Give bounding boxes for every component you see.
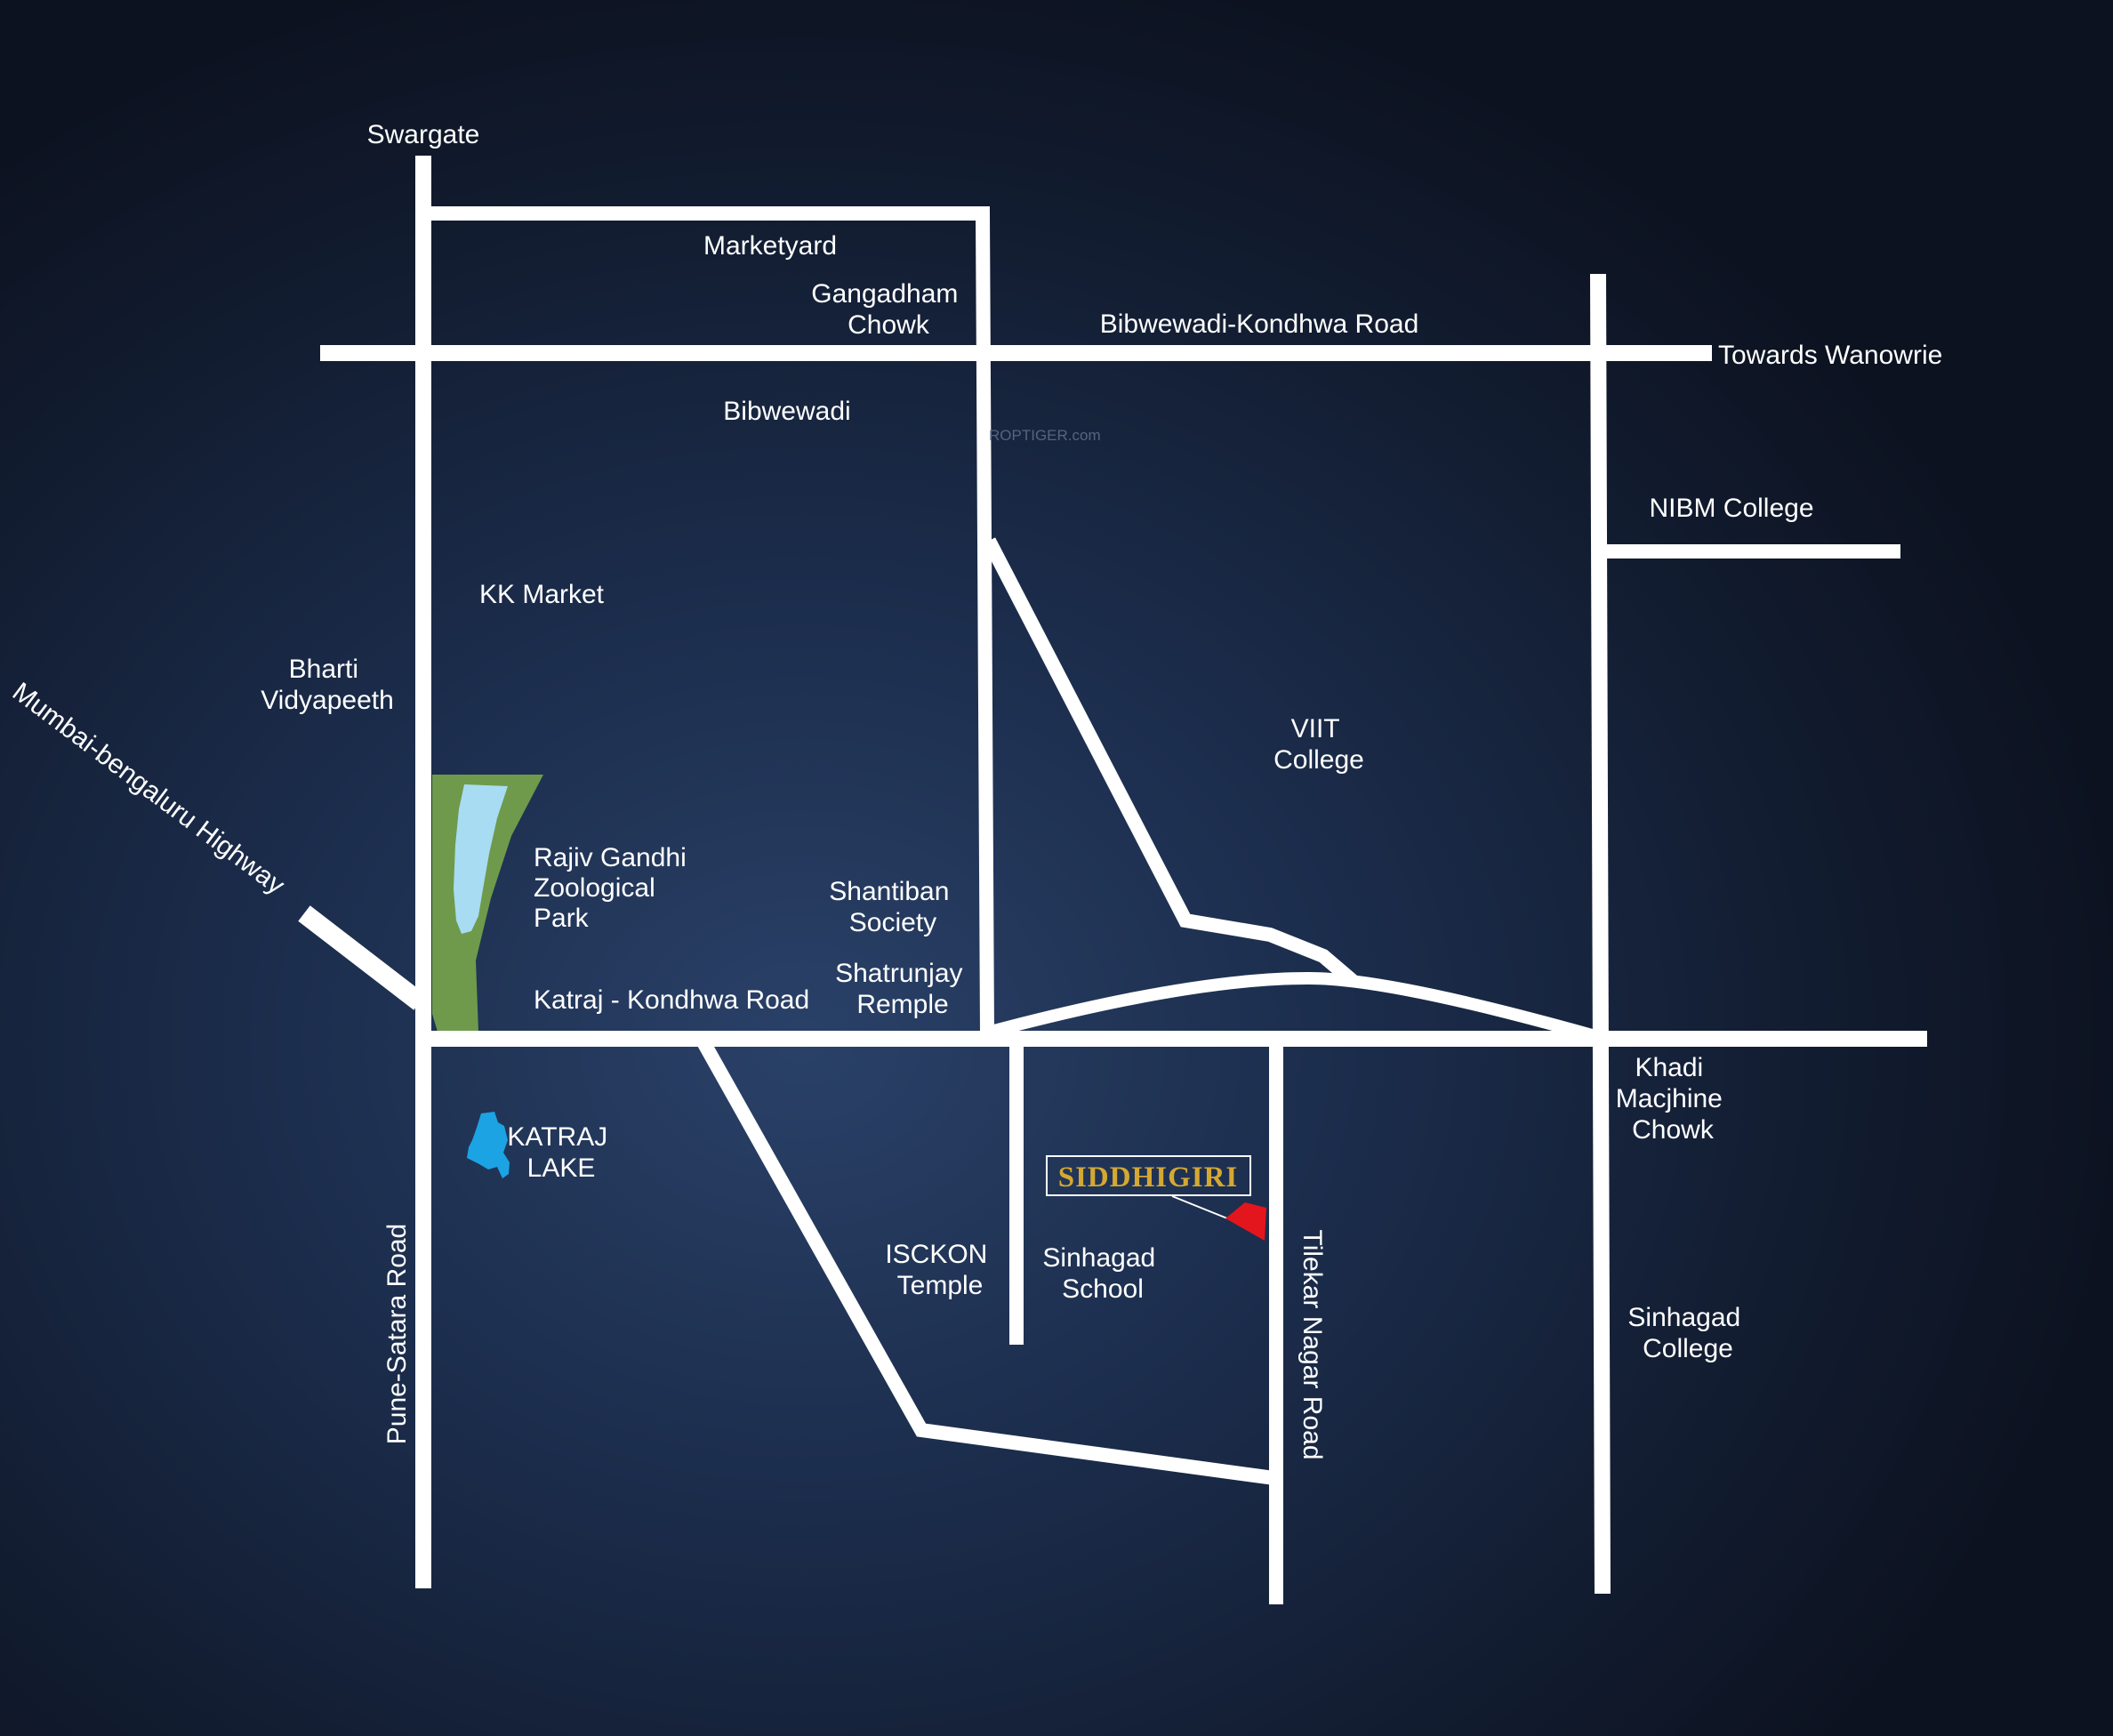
label-swargate: Swargate (367, 120, 480, 149)
project-label[interactable]: SIDDHIGIRI (1058, 1161, 1239, 1194)
label-kk-market: KK Market (479, 580, 605, 609)
label-gangadham-chowk: Gangadham Chowk (811, 279, 965, 340)
label-nibm-college: NIBM College (1649, 494, 1813, 523)
marketyard-road (430, 206, 994, 1034)
viit-diagonal-road (982, 537, 1359, 988)
map-labels: Swargate Marketyard Gangadham Chowk Bibw… (7, 120, 1943, 1460)
khadi-chowk-road (1590, 273, 1611, 1595)
label-bibwewadi-kondhwa-road: Bibwewadi-Kondhwa Road (1100, 309, 1419, 339)
project-pointer-line (1171, 1195, 1228, 1219)
label-isckon-temple: ISCKON Temple (885, 1240, 994, 1300)
label-pune-satara-road: Pune-Satara Road (382, 1224, 412, 1445)
label-shatrunjay-remple: Shatrunjay Remple (835, 959, 970, 1019)
project-location-pin[interactable] (1225, 1202, 1266, 1241)
label-khadi-macjhine-chowk: Khadi Macjhine Chowk (1616, 1053, 1730, 1145)
roads (298, 156, 1927, 1604)
label-zoological-park: Rajiv Gandhi Zoological Park (534, 843, 694, 933)
label-bibwewadi: Bibwewadi (723, 397, 850, 426)
label-katraj-lake: KATRAJ LAKE (507, 1122, 615, 1183)
label-shantiban-society: Shantiban Society (829, 877, 956, 937)
watermark: ROPTIGER.com (989, 427, 1101, 444)
project-label-box (1046, 1155, 1251, 1196)
label-mumbai-bengaluru-highway: Mumbai-bengaluru Highway (7, 677, 290, 900)
label-towards-wanowrie: Towards Wanowrie (1718, 341, 1942, 370)
project-marker[interactable]: SIDDHIGIRI (1046, 1155, 1266, 1241)
zoo-water-body (454, 784, 508, 934)
label-marketyard: Marketyard (703, 231, 837, 261)
label-bharti-vidyapeeth: Bharti Vidyapeeth (261, 655, 394, 715)
kondhwa-curve-road (989, 971, 1600, 1043)
label-tilekar-nagar-road: Tilekar Nagar Road (1298, 1230, 1327, 1460)
isckon-road (696, 1037, 1282, 1486)
label-sinhagad-college: Sinhagad College (1627, 1303, 1747, 1363)
katraj-lake-shape[interactable] (467, 1112, 510, 1178)
label-sinhagad-school: Sinhagad School (1042, 1243, 1162, 1304)
label-viit-college: VIIT College (1273, 714, 1364, 775)
label-katraj-kondhwa-road: Katraj - Kondhwa Road (534, 985, 809, 1015)
mumbai-bengaluru-highway (298, 905, 426, 1010)
